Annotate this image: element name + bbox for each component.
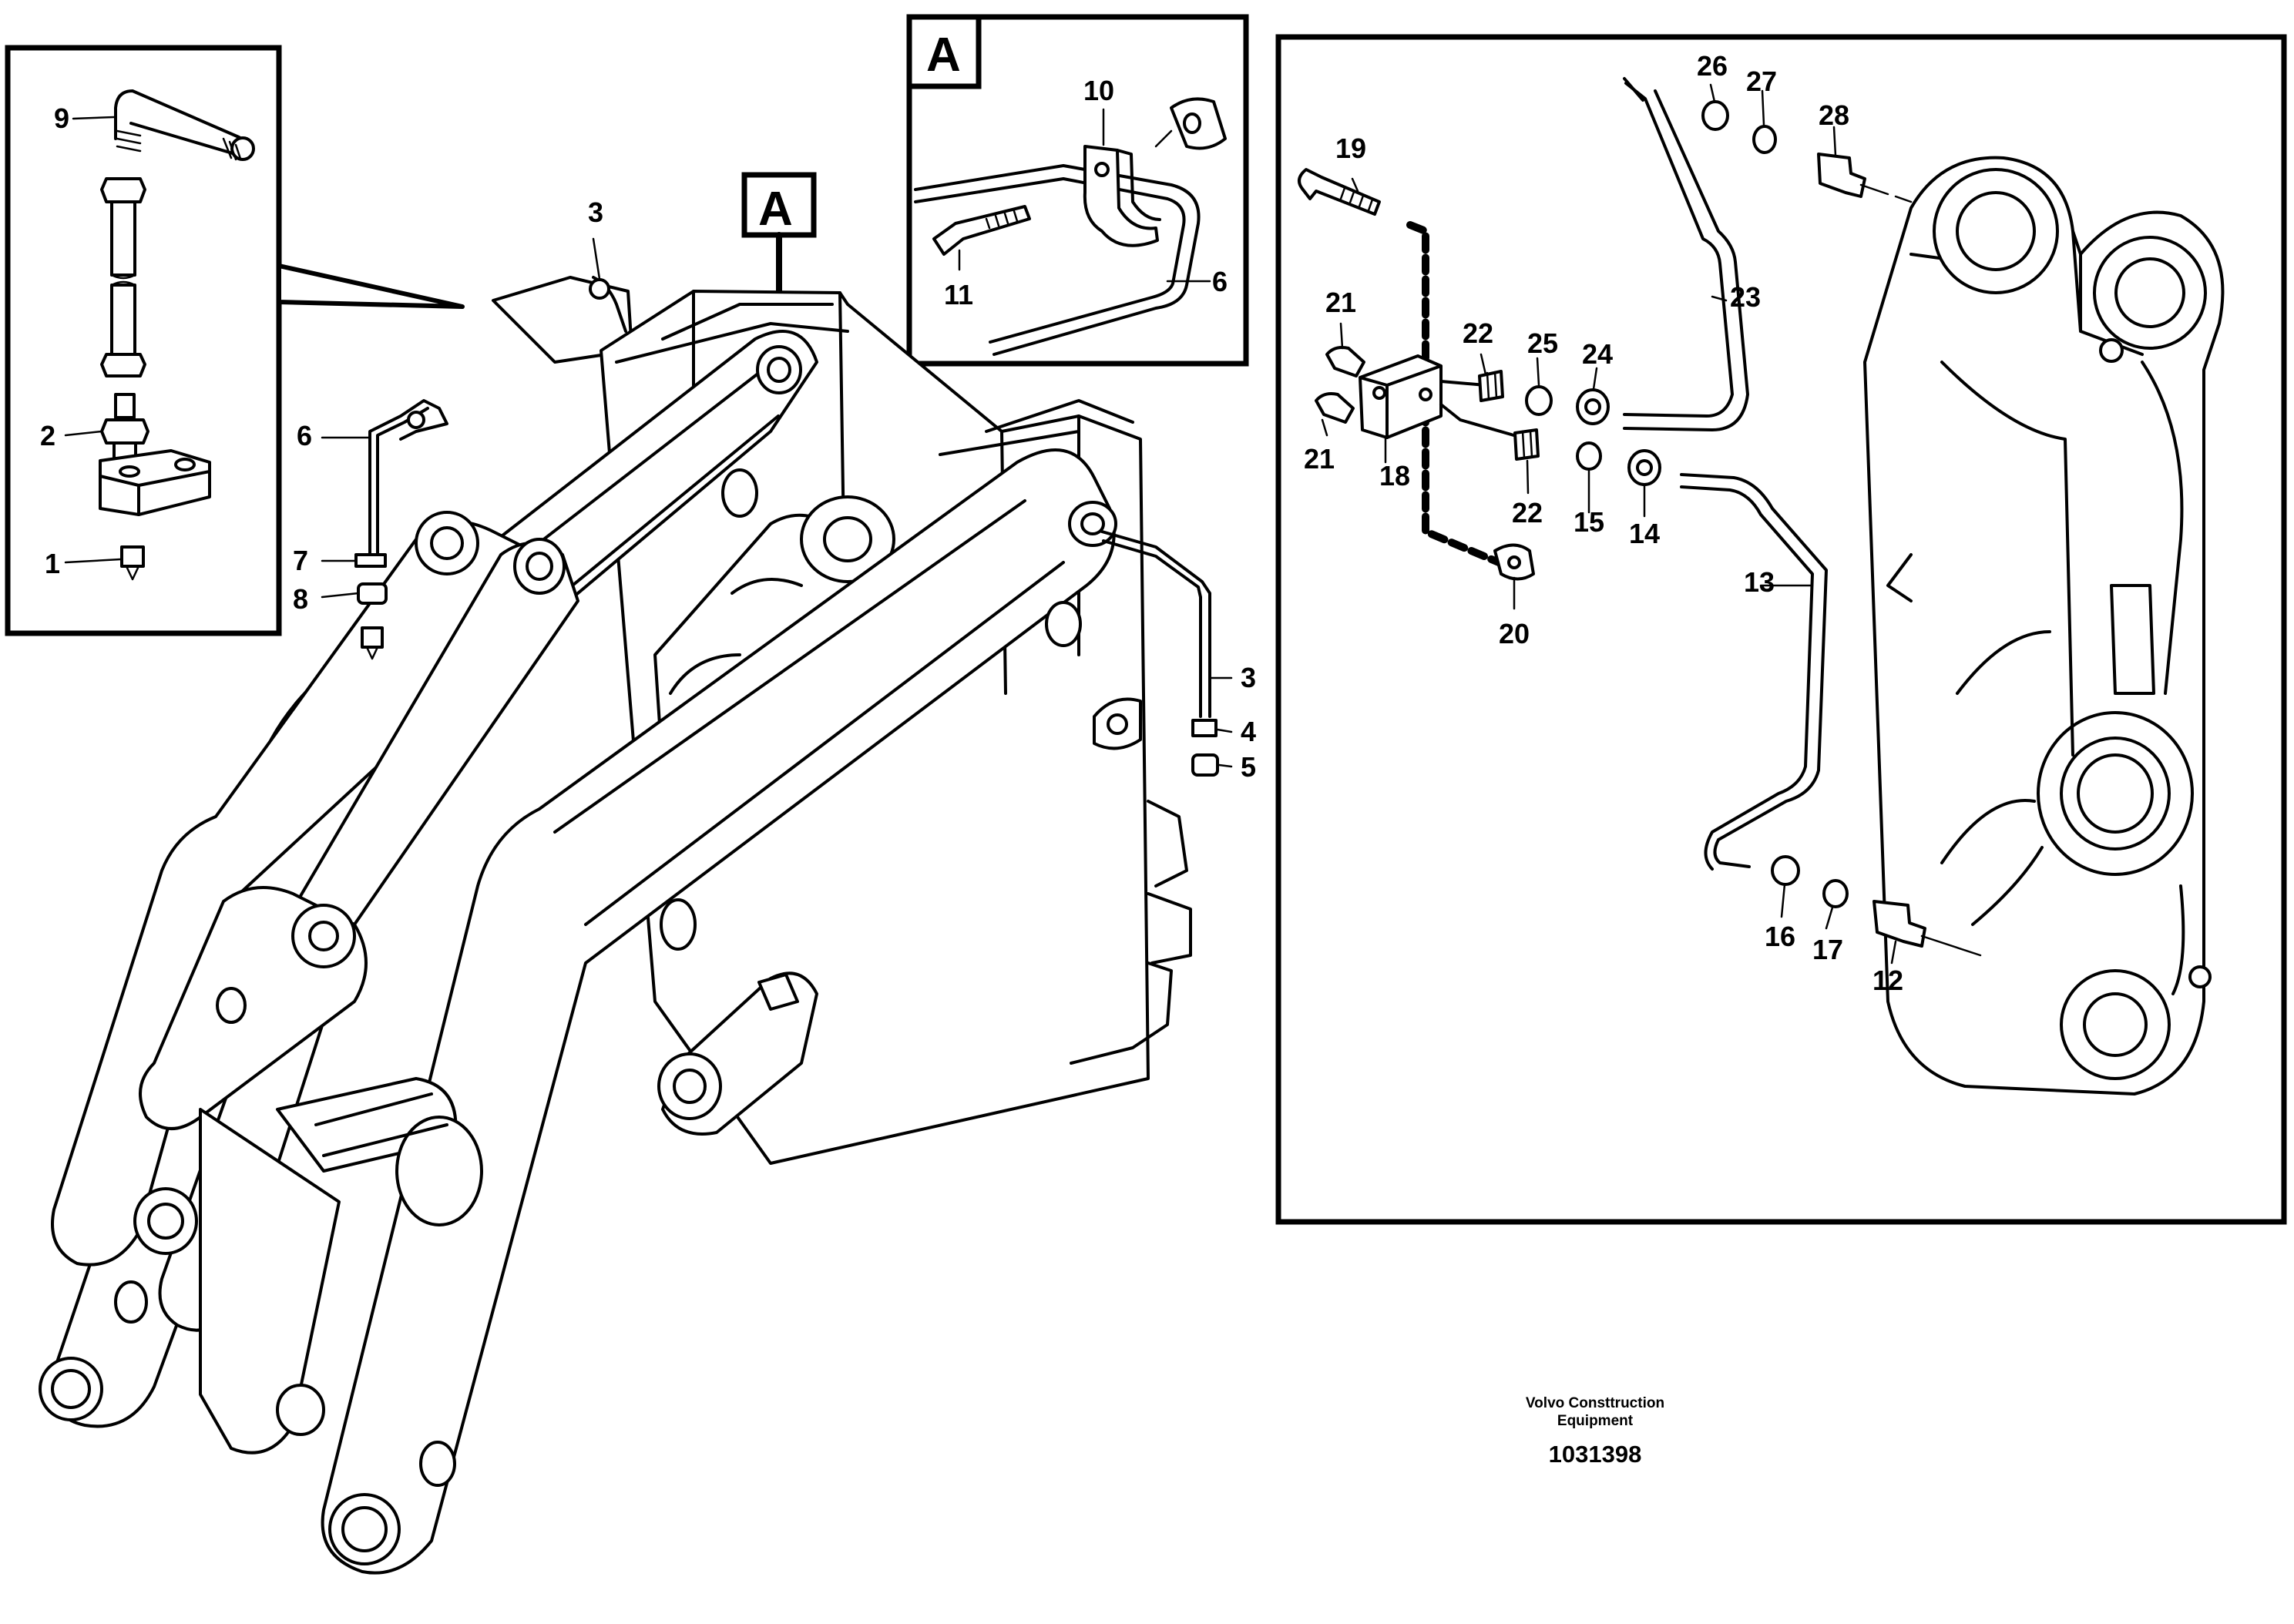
part-11-bolt bbox=[932, 205, 1031, 256]
footer-company-line2: Equipment bbox=[1557, 1413, 1634, 1429]
callout-label: 27 bbox=[1746, 65, 1777, 97]
detail-a-marker-box bbox=[906, 14, 982, 89]
part-21-lower bbox=[1315, 392, 1355, 424]
line-13 bbox=[1680, 473, 1828, 868]
callout-label: 3 bbox=[588, 196, 603, 228]
line-23 bbox=[1623, 82, 1734, 418]
callout-label: 23 bbox=[1730, 281, 1761, 313]
part-9-spring bbox=[116, 129, 142, 153]
part-26 bbox=[1701, 100, 1729, 131]
detail-a-pipe bbox=[914, 164, 1201, 356]
callout-label: 21 bbox=[1304, 443, 1335, 475]
callout-label: 11 bbox=[944, 279, 973, 310]
part-nut-upper bbox=[100, 177, 146, 203]
callout-label: 26 bbox=[1697, 50, 1728, 82]
callout-label: 24 bbox=[1582, 338, 1613, 370]
callout-label: 22 bbox=[1463, 317, 1493, 349]
detail-a-marker: A bbox=[926, 29, 961, 82]
callout-label: 17 bbox=[1812, 934, 1843, 965]
part-22-upper bbox=[1478, 370, 1504, 402]
callout-label: 12 bbox=[1872, 965, 1903, 996]
right-detail-frame bbox=[1275, 34, 2287, 1225]
footer-company-line1: Volvo Consttruction bbox=[1526, 1395, 1664, 1411]
part-21-upper bbox=[1325, 346, 1365, 377]
callout-label: 13 bbox=[1744, 566, 1775, 598]
callout-label: 8 bbox=[293, 583, 308, 615]
callout-label: 15 bbox=[1574, 506, 1604, 538]
part-16 bbox=[1771, 855, 1800, 886]
callout-label: 22 bbox=[1512, 497, 1543, 528]
part-27 bbox=[1752, 125, 1777, 154]
callout-label: 16 bbox=[1765, 921, 1795, 952]
callout-label: 28 bbox=[1819, 99, 1849, 131]
callout-label: 7 bbox=[293, 545, 308, 576]
lift-arm-right bbox=[321, 448, 1116, 1575]
callout-label: 9 bbox=[54, 102, 69, 134]
callout-label: 21 bbox=[1325, 287, 1356, 318]
callout-label: 5 bbox=[1241, 751, 1256, 783]
part-9-elbow bbox=[114, 89, 252, 159]
callout-label: 18 bbox=[1379, 460, 1410, 492]
part-2-nipple bbox=[100, 418, 149, 445]
callout-label: 1 bbox=[45, 548, 60, 579]
drawing-number: 1031398 bbox=[1549, 1441, 1642, 1468]
part-18-block bbox=[1359, 354, 1443, 439]
part-22-lower bbox=[1513, 428, 1540, 461]
callout-label: 20 bbox=[1499, 618, 1530, 649]
loader-frame bbox=[39, 172, 1233, 1575]
part-28-adapter bbox=[1817, 153, 1866, 198]
callout-label: 2 bbox=[40, 420, 55, 451]
part-19-bolt bbox=[1298, 168, 1381, 216]
callout-label: 10 bbox=[1083, 75, 1114, 106]
callout-label: 19 bbox=[1335, 133, 1366, 164]
callout-labels: 1 2 9 3 6 7 8 3 4 5 10 11 6 19 21 21 18 … bbox=[40, 50, 1903, 996]
inset-pointer bbox=[277, 263, 465, 309]
inset-grease-fitting bbox=[5, 45, 465, 636]
part-17 bbox=[1822, 879, 1849, 908]
callout-label: 3 bbox=[1241, 662, 1256, 693]
right-detail bbox=[1275, 34, 2287, 1225]
main-a-marker: A bbox=[758, 183, 793, 236]
callout-label: 6 bbox=[297, 420, 312, 451]
inset-frame bbox=[5, 45, 282, 636]
part-1-nipple bbox=[120, 545, 145, 568]
line-6-left bbox=[368, 399, 448, 564]
callout-label: 25 bbox=[1527, 327, 1558, 359]
callout-label: 14 bbox=[1629, 518, 1660, 549]
detail-a bbox=[906, 14, 1249, 367]
callout-label: 6 bbox=[1212, 266, 1228, 297]
detail-a-frame bbox=[906, 14, 1249, 367]
line-3-right bbox=[1100, 530, 1211, 718]
callout-label: 4 bbox=[1241, 716, 1256, 747]
